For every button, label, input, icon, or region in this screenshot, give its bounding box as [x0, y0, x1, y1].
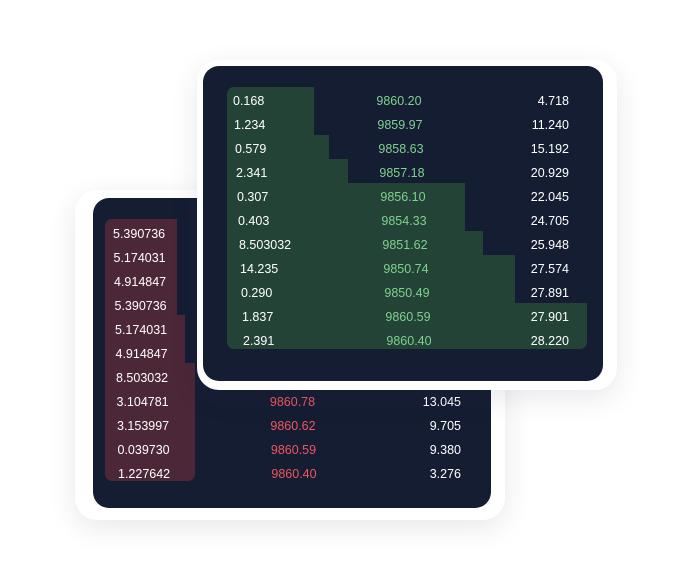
order-amount: 3.104781: [116, 395, 169, 409]
order-total: 11.240: [531, 118, 569, 132]
depth-bar: [105, 411, 195, 435]
order-price: 9860.62: [270, 419, 316, 433]
order-price: 9856.10: [380, 190, 426, 204]
order-amount: 1.234: [234, 118, 266, 132]
depth-bar: [227, 111, 314, 135]
buy-orderbook-panel: 0.168 9860.20 4.718 1.234 9859.97 11.240 0.579…: [203, 66, 603, 381]
depth-bar: [227, 159, 348, 183]
order-amount: 0.290: [241, 286, 273, 300]
order-price: 9850.74: [383, 262, 429, 276]
order-amount: 5.390736: [113, 227, 166, 241]
order-price: 9860.40: [386, 334, 432, 348]
order-amount: 8.503032: [116, 371, 169, 385]
order-total: 27.891: [530, 286, 569, 300]
order-amount: 0.039730: [117, 443, 170, 457]
order-amount: 4.914847: [115, 347, 168, 361]
depth-bar: [227, 255, 515, 279]
order-total: 9.705: [429, 419, 461, 433]
order-amount: 5.390736: [114, 299, 167, 313]
order-amount: 1.227642: [118, 467, 171, 481]
order-price: 9851.62: [382, 238, 428, 252]
order-total: 24.705: [530, 214, 569, 228]
depth-bar: [105, 363, 195, 387]
depth-bar: [105, 267, 177, 291]
depth-bar: [105, 459, 195, 481]
order-total: 13.045: [422, 395, 461, 409]
depth-bar: [227, 279, 515, 303]
order-total: 27.901: [530, 310, 569, 324]
depth-bar: [105, 315, 185, 339]
order-amount: 0.307: [237, 190, 269, 204]
order-price: 9860.78: [269, 395, 316, 409]
order-price: 9860.59: [270, 443, 317, 457]
order-total: 28.220: [530, 334, 569, 348]
order-price: 9858.63: [378, 142, 424, 156]
order-amount: 0.579: [235, 142, 267, 156]
order-amount: 0.168: [233, 94, 265, 108]
order-price: 9850.49: [384, 286, 430, 300]
depth-bar: [227, 303, 587, 327]
order-total: 20.929: [530, 166, 569, 180]
order-total: 22.045: [530, 190, 569, 204]
order-total: 15.192: [530, 142, 569, 156]
order-total: 27.574: [530, 262, 569, 276]
order-total: 25.948: [530, 238, 569, 252]
depth-bar: [105, 387, 195, 411]
depth-bar: [105, 219, 177, 243]
order-amount: 0.403: [238, 214, 270, 228]
order-price: 9859.97: [377, 118, 423, 132]
depth-bar: [105, 339, 185, 363]
order-amount: 14.235: [240, 262, 279, 276]
order-amount: 4.914847: [114, 275, 167, 289]
order-total: 9.380: [429, 443, 461, 457]
order-price: 9860.59: [385, 310, 431, 324]
order-amount: 1.837: [242, 310, 274, 324]
depth-bar: [227, 183, 465, 207]
order-total: 4.718: [537, 94, 569, 108]
depth-bar: [227, 135, 329, 159]
depth-bar: [227, 327, 587, 349]
depth-bar: [105, 291, 177, 315]
order-price: 9860.40: [271, 467, 317, 481]
order-price: 9854.33: [381, 214, 427, 228]
order-amount: 2.391: [243, 334, 275, 348]
depth-bar: [105, 243, 177, 267]
order-price: 9860.20: [376, 94, 422, 108]
depth-bar: [105, 435, 195, 459]
depth-bar: [227, 231, 483, 255]
order-amount: 3.153997: [117, 419, 170, 433]
buy-orderbook-card: 0.168 9860.20 4.718 1.234 9859.97 11.240 0.579…: [197, 60, 617, 390]
order-amount: 5.174031: [113, 251, 166, 265]
depth-bar: [227, 87, 314, 111]
order-price: 9857.18: [379, 166, 425, 180]
depth-bar: [227, 207, 465, 231]
order-amount: 8.503032: [239, 238, 292, 252]
order-amount: 2.341: [236, 166, 268, 180]
order-amount: 5.174031: [115, 323, 168, 337]
order-total: 3.276: [429, 467, 461, 481]
